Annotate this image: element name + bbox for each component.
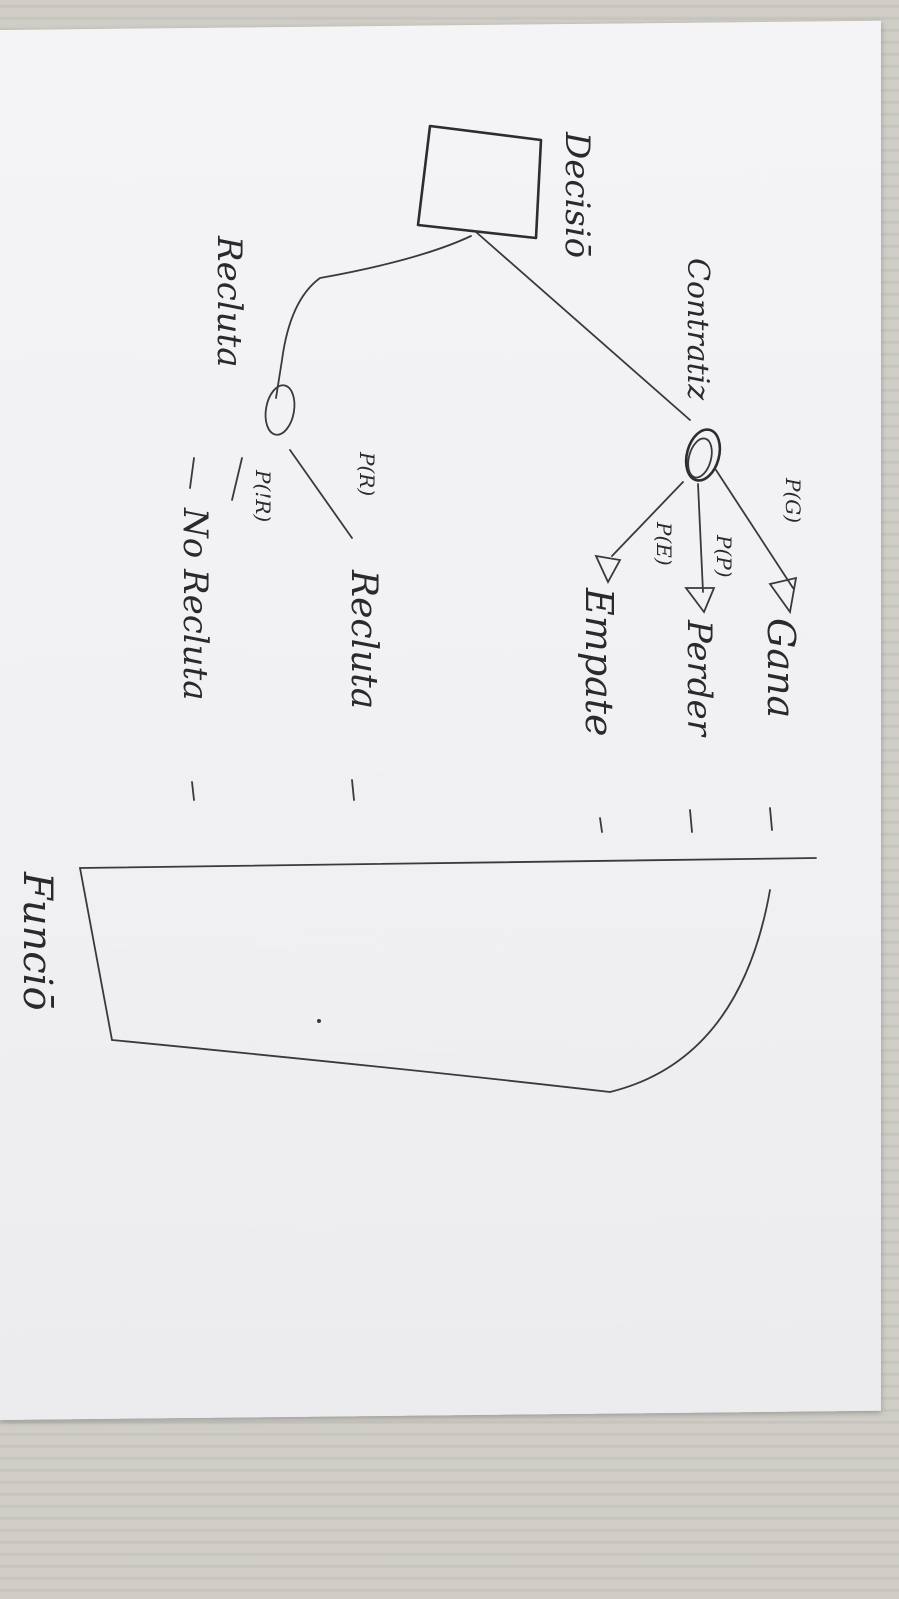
branch-empate (611, 481, 684, 557)
chance-node-contratiz-outline (687, 437, 713, 479)
dash-empate (599, 817, 603, 833)
terminal-empate-triangle (594, 554, 622, 585)
label-p-r: P(R) (355, 451, 379, 496)
label-p-e: P(E) (652, 521, 676, 566)
terminal-gana-triangle (768, 576, 798, 615)
branch-recluta-no (231, 457, 243, 501)
dash-gana (769, 807, 773, 831)
decision-node-square (416, 124, 543, 240)
dash-no-recluta (191, 781, 195, 801)
value-function-curve (78, 857, 817, 1093)
label-outcome-recluta: Recluta (343, 569, 384, 709)
label-recluta-node: Recluta (209, 235, 249, 367)
terminal-perder-triangle (684, 587, 716, 614)
label-p-not-r: P(!R) (251, 469, 275, 522)
label-decision: Decisiō (557, 131, 597, 258)
curve-dot (317, 1019, 321, 1023)
label-outcome-perder: Perder (679, 619, 719, 738)
branch-perder (697, 483, 704, 593)
label-p-g: P(G) (781, 477, 805, 523)
label-p-p: P(P) (712, 534, 736, 578)
branch-gana (715, 469, 794, 589)
chance-node-recluta (264, 384, 296, 436)
branch-to-recluta (275, 235, 472, 399)
branch-recluta-yes (289, 449, 353, 539)
label-outcome-gana: Gana (759, 618, 803, 718)
branch-recluta-no-tick (189, 457, 195, 489)
label-outcome-empate: Empate (577, 587, 621, 737)
dash-perder (689, 809, 693, 833)
chance-node-contratiz (684, 428, 722, 482)
label-funcion: Funciō (14, 871, 60, 1011)
label-contratiz: Contratiz (680, 258, 715, 400)
branch-to-contratiz (475, 231, 691, 421)
label-outcome-no-recluta: No Recluta (175, 507, 215, 701)
dash-recluta (351, 779, 355, 801)
